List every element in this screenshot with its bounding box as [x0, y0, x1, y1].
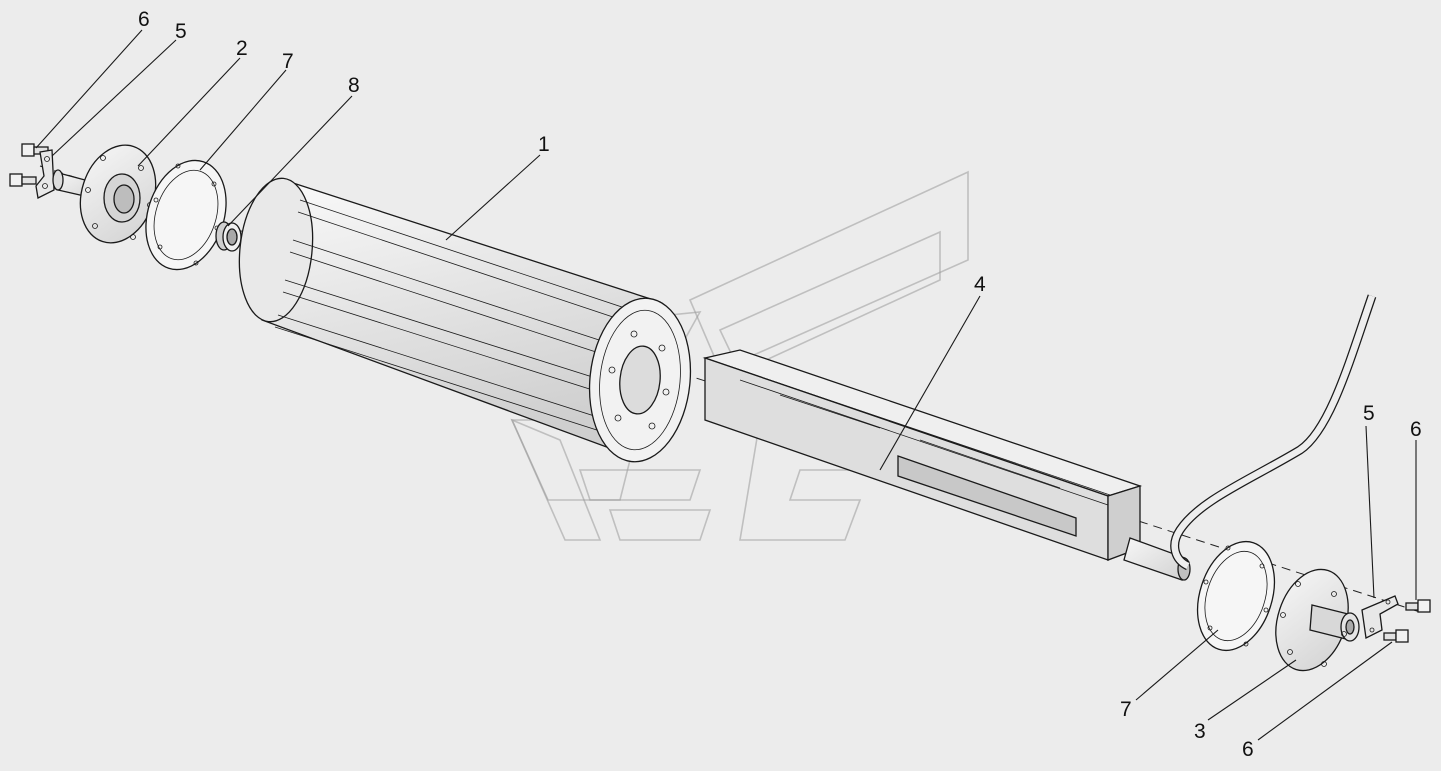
frame-beam [702, 349, 1143, 561]
callout-6-left: 6 [138, 8, 150, 31]
bolt-right [1383, 599, 1431, 643]
callout-7-right: 7 [1120, 698, 1132, 721]
drum [238, 177, 692, 463]
callout-6-right-bottom: 6 [1242, 738, 1254, 761]
flange-hub-left [52, 144, 157, 244]
callout-6-right-top: 6 [1410, 418, 1422, 441]
leader-lines [35, 29, 1417, 741]
gasket-right [1196, 540, 1276, 652]
hose [1170, 294, 1377, 571]
callout-1: 1 [538, 133, 550, 156]
lock-plate-right [1361, 595, 1399, 639]
callout-5-right: 5 [1363, 402, 1375, 425]
callout-labels: 6 5 2 7 8 1 4 5 6 7 3 6 [138, 8, 1422, 761]
bearing [215, 221, 242, 252]
callout-2: 2 [236, 37, 248, 60]
flange-hub-right [1275, 568, 1360, 672]
callout-4: 4 [974, 273, 986, 296]
callout-5-left: 5 [175, 20, 187, 43]
callout-3: 3 [1194, 720, 1206, 743]
callout-8: 8 [348, 74, 360, 97]
lock-plate-left [35, 149, 55, 199]
callout-7-left: 7 [282, 50, 294, 73]
